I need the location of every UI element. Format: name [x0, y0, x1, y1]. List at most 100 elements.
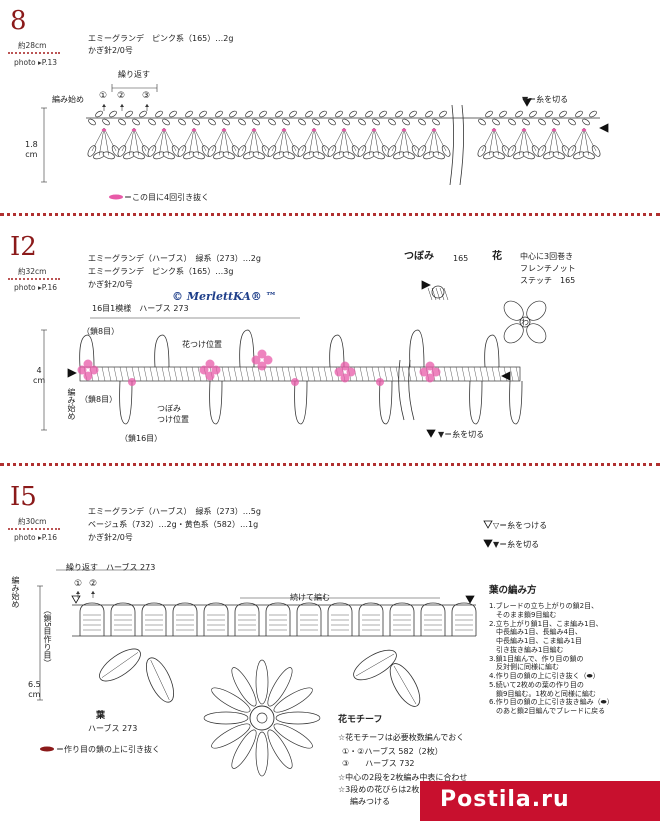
chain-stitch	[515, 110, 523, 118]
band-stitch	[137, 366, 142, 382]
band-stitch	[485, 366, 490, 382]
arrow-head	[76, 591, 80, 594]
cut-legend-12: ▼＝糸を切る	[438, 430, 485, 439]
chain-stitch	[275, 110, 283, 118]
chain-stitch	[185, 110, 193, 118]
petal-stitch	[301, 127, 315, 152]
chain-stitch	[418, 118, 426, 126]
lower-loop	[469, 380, 483, 425]
leaf-vein	[355, 653, 395, 677]
motif-line-2: ③ ハーブス 732	[342, 759, 415, 768]
attach-marker-15	[71, 595, 81, 604]
braid-arch	[451, 602, 477, 636]
slip-stitch-mark	[191, 128, 197, 132]
attach-legend-marker	[483, 520, 493, 529]
daisy-petal	[211, 723, 251, 749]
flower-note-1: 中心に3回巻き	[520, 252, 574, 261]
circle-1-8: ①	[99, 91, 108, 101]
slip-stitch-mark	[251, 128, 257, 132]
petal-stitch	[278, 127, 285, 156]
daisy-petal	[231, 667, 257, 707]
band-stitch	[479, 366, 484, 382]
band-stitch	[515, 366, 520, 382]
petal-stitch	[163, 127, 170, 156]
petal-stitch	[211, 127, 225, 152]
pattern-number-15: I5	[10, 482, 37, 512]
legend-15: ＝作り目の鎖の上に引き抜く	[56, 745, 160, 754]
watermark: © MerlettKA® ™	[172, 290, 277, 303]
daisy-petal	[273, 723, 313, 749]
leaf-label: 葉	[96, 711, 106, 721]
chain-stitch	[492, 118, 500, 126]
band-stitch	[317, 366, 322, 382]
chain-stitch	[268, 118, 276, 126]
site-footer-banner[interactable]: Postila.ru	[420, 781, 660, 821]
braid-arch	[141, 602, 167, 636]
pink-flower-petal	[431, 367, 441, 377]
bud-icon	[431, 285, 445, 299]
yarn2-15: ベージュ系（732）…2g・黄色系（582）…1g	[88, 520, 259, 529]
photo-ref-8: photo ▸P.13	[14, 58, 58, 67]
lower-loop	[294, 380, 308, 425]
petal-stitch	[493, 127, 500, 156]
slip-stitch-mark	[491, 128, 497, 132]
pink-flower-petal	[211, 365, 221, 375]
separator-1	[0, 213, 660, 216]
chain-stitch	[478, 118, 486, 126]
slip-stitch-mark	[281, 128, 287, 132]
site-footer-text: Postila.ru	[440, 787, 570, 812]
band-stitch	[107, 366, 112, 382]
repeat-label-15: 繰り返す ハーブス 273	[66, 563, 156, 572]
slip-stitch-mark	[521, 128, 527, 132]
start-label-12: 編み始め	[67, 388, 76, 420]
petal-stitch	[133, 127, 147, 152]
slip-stitch-mark	[431, 128, 437, 132]
break-mark-12	[398, 359, 415, 421]
hook-15: かぎ針2/0号	[88, 533, 133, 542]
chain-stitch	[439, 110, 447, 118]
chain-stitch	[238, 118, 246, 126]
chain-stitch	[395, 110, 403, 118]
slip-stitch-mark	[311, 128, 317, 132]
cut-legend-marker-12	[426, 429, 436, 438]
leaf-vein	[150, 659, 170, 701]
pink-flower-petal	[257, 349, 267, 359]
cut-marker-end-8	[599, 123, 609, 133]
cut-legend-15: ▼＝糸を切る	[493, 540, 540, 549]
step-line: 2.立ち上がり鎖1目、こま編み1目、	[489, 619, 603, 628]
daisy-petal	[211, 687, 251, 713]
petal-stitch	[91, 127, 105, 152]
flower-note-3: ステッチ 165	[520, 276, 576, 285]
chain-stitch	[259, 110, 267, 118]
petal-stitch	[248, 127, 255, 156]
band-stitch	[233, 366, 238, 382]
chain-stitch	[215, 110, 223, 118]
chain-stitch	[365, 110, 373, 118]
daisy-petal	[203, 711, 249, 725]
bud-cut-marker	[421, 280, 431, 290]
bud-code: 165	[453, 254, 469, 263]
petal-stitch	[583, 127, 597, 152]
petal-stitch	[151, 127, 165, 152]
braid-arch	[79, 602, 105, 636]
band-stitch	[473, 366, 478, 382]
chain-stitch	[522, 118, 530, 126]
petal-stitch	[553, 127, 560, 156]
band-stitch	[167, 366, 172, 382]
chain-stitch	[282, 118, 290, 126]
leaf-vein	[101, 652, 139, 678]
upper-loop	[239, 329, 255, 368]
pink-flower-petal	[205, 371, 215, 381]
petal-stitch	[481, 127, 495, 152]
lower-loop	[209, 380, 223, 425]
band-stitch	[275, 366, 280, 382]
upper-loop	[329, 334, 345, 368]
circle-1-15: ①	[74, 579, 83, 589]
band-stitch	[179, 366, 184, 382]
hook-12: かぎ針2/0号	[88, 280, 133, 289]
chain-stitch	[575, 110, 583, 118]
start-label-15: 編み始め	[11, 576, 20, 608]
pink-flower-petal	[340, 373, 350, 383]
bud-stitch	[427, 287, 433, 301]
petal-stitch	[571, 127, 585, 152]
